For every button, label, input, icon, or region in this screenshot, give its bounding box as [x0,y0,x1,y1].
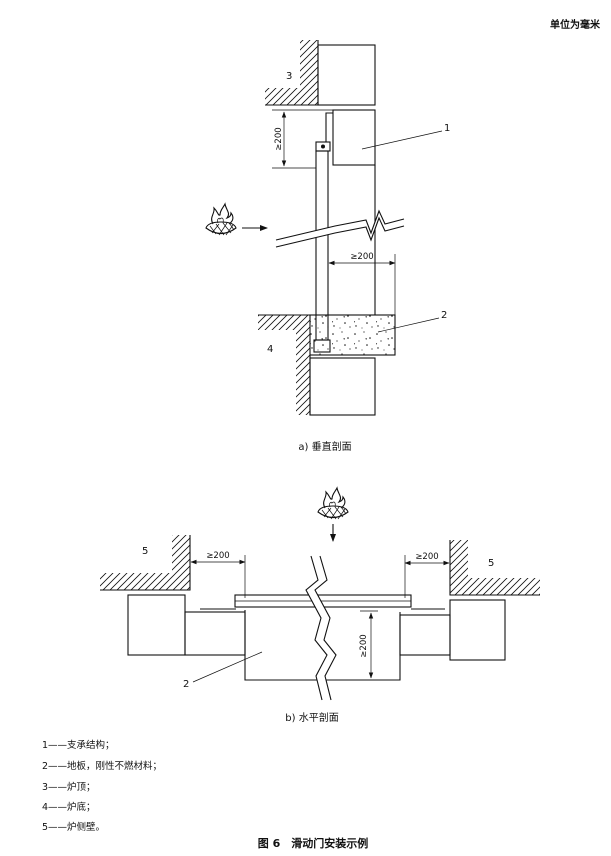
furnace-side-wall-left [100,535,191,591]
upper-masonry-block [317,44,376,106]
label-roof: 3 [286,71,292,82]
floor-slab-texture [310,315,395,355]
label-floor-b: 2 [183,679,189,690]
support-structure [332,109,376,166]
legend-item: 2——地板，刚性不燃材料； [42,760,162,772]
dimension-right-b: ≥200 [404,552,450,598]
fire-icon [317,486,349,520]
legend-item: 3——炉顶； [42,781,96,793]
label-floor-a: 2 [441,310,447,321]
dim-vertical-b-text: ≥200 [359,634,369,657]
label-support: 1 [444,123,450,134]
lower-masonry-block [309,357,376,416]
dim-right-b-text: ≥200 [415,552,438,562]
right-support-block [399,614,451,656]
vertical-section: 3 ≥200 ≥200 [205,40,450,453]
dimension-vertical-a: ≥200 [272,109,333,169]
unit-note: 单位为毫米 [550,18,601,31]
left-masonry-block [127,594,186,656]
furnace-side-wall-right [449,540,540,596]
legend-item: 4——炉底； [42,801,96,813]
fire-icon [205,202,237,236]
dim-horizontal-a-text: ≥200 [350,252,373,262]
furnace-bottom [258,314,311,415]
dimension-left-b: ≥200 [190,551,246,598]
support-bracket [325,112,333,142]
dimension-vertical-b: ≥200 [359,610,378,681]
left-support-block [184,611,246,656]
leader-floor-a [377,317,440,333]
legend: 1——支承结构； 2——地板，刚性不燃材料； 3——炉顶； 4——炉底； 5——… [42,739,162,833]
label-side-right: 5 [488,558,494,569]
sliding-door [315,150,329,341]
break-line-b [305,555,337,701]
right-masonry-block [449,599,506,661]
label-bottom: 4 [267,344,273,355]
leader-support [361,130,443,150]
dimension-horizontal-a: ≥200 [328,252,396,315]
caption-b: b) 水平剖面 [285,711,338,724]
dim-left-b-text: ≥200 [206,551,229,561]
horizontal-section: 5 5 ≥200 ≥200 [100,486,540,724]
legend-item: 1——支承结构； [42,739,115,751]
break-line-a [275,209,405,248]
leader-floor-b [192,651,263,683]
roller-wheel [321,144,325,149]
label-side-left: 5 [142,546,148,557]
legend-item: 5——炉侧壁。 [42,821,105,833]
caption-a: a) 垂直剖面 [298,440,351,453]
figure-caption: 图 6 滑动门安装示例 [258,836,368,850]
dim-vertical-a-text: ≥200 [274,127,284,150]
